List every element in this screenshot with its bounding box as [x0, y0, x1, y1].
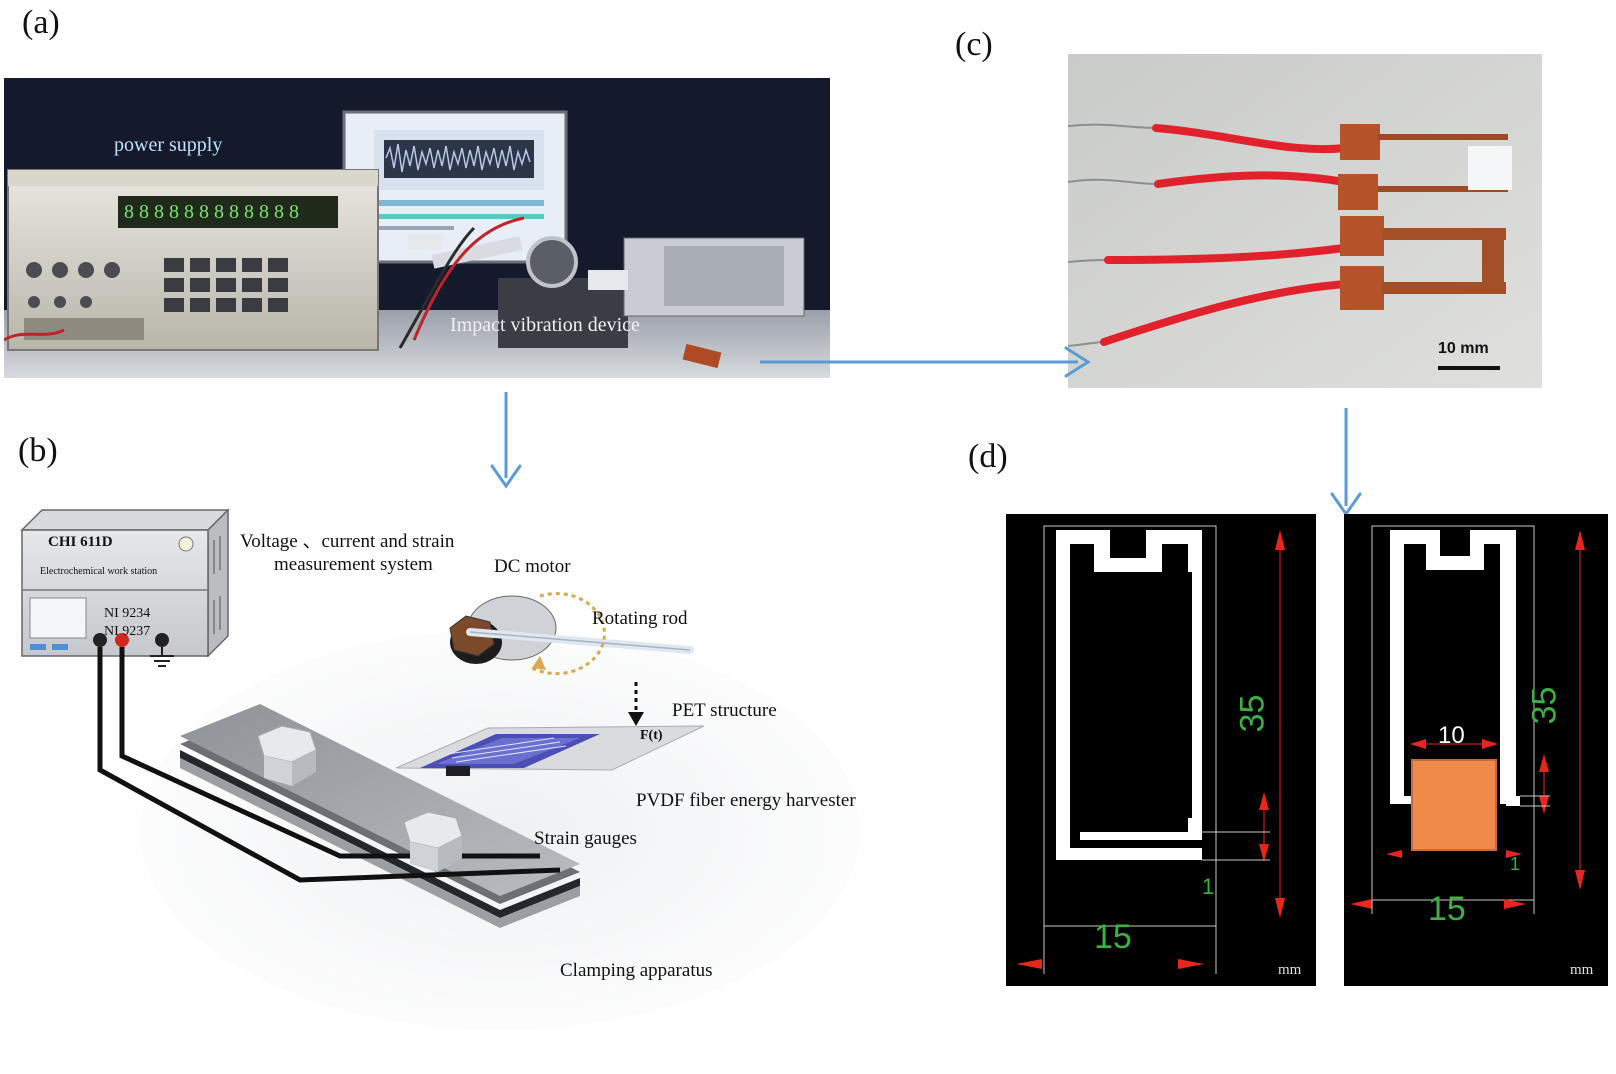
experimental-setup-photo: 8 8 8 8 8 8 8 8 8 8 8 8	[4, 78, 830, 378]
impact-device-label: Impact vibration device	[450, 314, 640, 336]
panel-label-a: (a)	[22, 4, 60, 41]
arrow-a-to-c-head	[1064, 346, 1091, 378]
right-unit-label: mm	[1570, 962, 1594, 978]
right-dim-gap: 1	[1510, 854, 1521, 874]
rotating-rod-label: Rotating rod	[592, 608, 688, 629]
right-dim-width: 15	[1428, 890, 1466, 928]
scale-bar-label: 10 mm	[1438, 340, 1489, 357]
panel-label-b: (b)	[18, 432, 58, 469]
force-label: F(t)	[640, 728, 663, 743]
panel-c-photo: 10 mm	[1068, 54, 1542, 388]
arrow-a-to-b-head	[490, 464, 522, 489]
dc-motor-label: DC motor	[494, 556, 571, 577]
pet-structure-label: PET structure	[672, 700, 777, 721]
panel-d-left-drawing: 35 1 15 mm	[1006, 514, 1316, 986]
panel-label-c: (c)	[955, 26, 993, 63]
ni-module-2: NI 9237	[104, 624, 151, 639]
ni-module-1: NI 9234	[104, 606, 151, 621]
fabricated-devices-photo	[1068, 54, 1542, 388]
right-dim-square: 10	[1438, 722, 1465, 749]
panel-a-photo: 8 8 8 8 8 8 8 8 8 8 8 8 power supply Imp…	[4, 78, 830, 378]
workstation-desc: Electrochemical work station	[40, 566, 158, 577]
workstation-model: CHI 611D	[48, 534, 113, 550]
measurement-system-line1: Voltage 、current and strain	[240, 531, 455, 552]
clamping-label: Clamping apparatus	[560, 960, 713, 981]
left-dim-gap: 1	[1202, 874, 1215, 899]
left-dim-width: 15	[1094, 918, 1132, 956]
panel-b-schematic	[20, 508, 860, 1030]
right-dim-length: 35	[1525, 686, 1564, 725]
harvester-label: PVDF fiber energy harvester	[636, 790, 856, 811]
left-dim-length: 35	[1233, 694, 1272, 733]
measurement-system-line2: measurement system	[274, 554, 433, 575]
left-unit-label: mm	[1278, 962, 1302, 978]
power-supply-label: power supply	[114, 134, 223, 156]
panel-label-d: (d)	[968, 438, 1008, 475]
strain-gauges-label: Strain gauges	[534, 828, 637, 849]
svg-text:8 8 8 8 8 8 8 8 8 8 8 8: 8 8 8 8 8 8 8 8 8 8 8 8	[124, 201, 299, 223]
panel-d-right-drawing: 35 10 1 15 mm	[1344, 514, 1608, 986]
